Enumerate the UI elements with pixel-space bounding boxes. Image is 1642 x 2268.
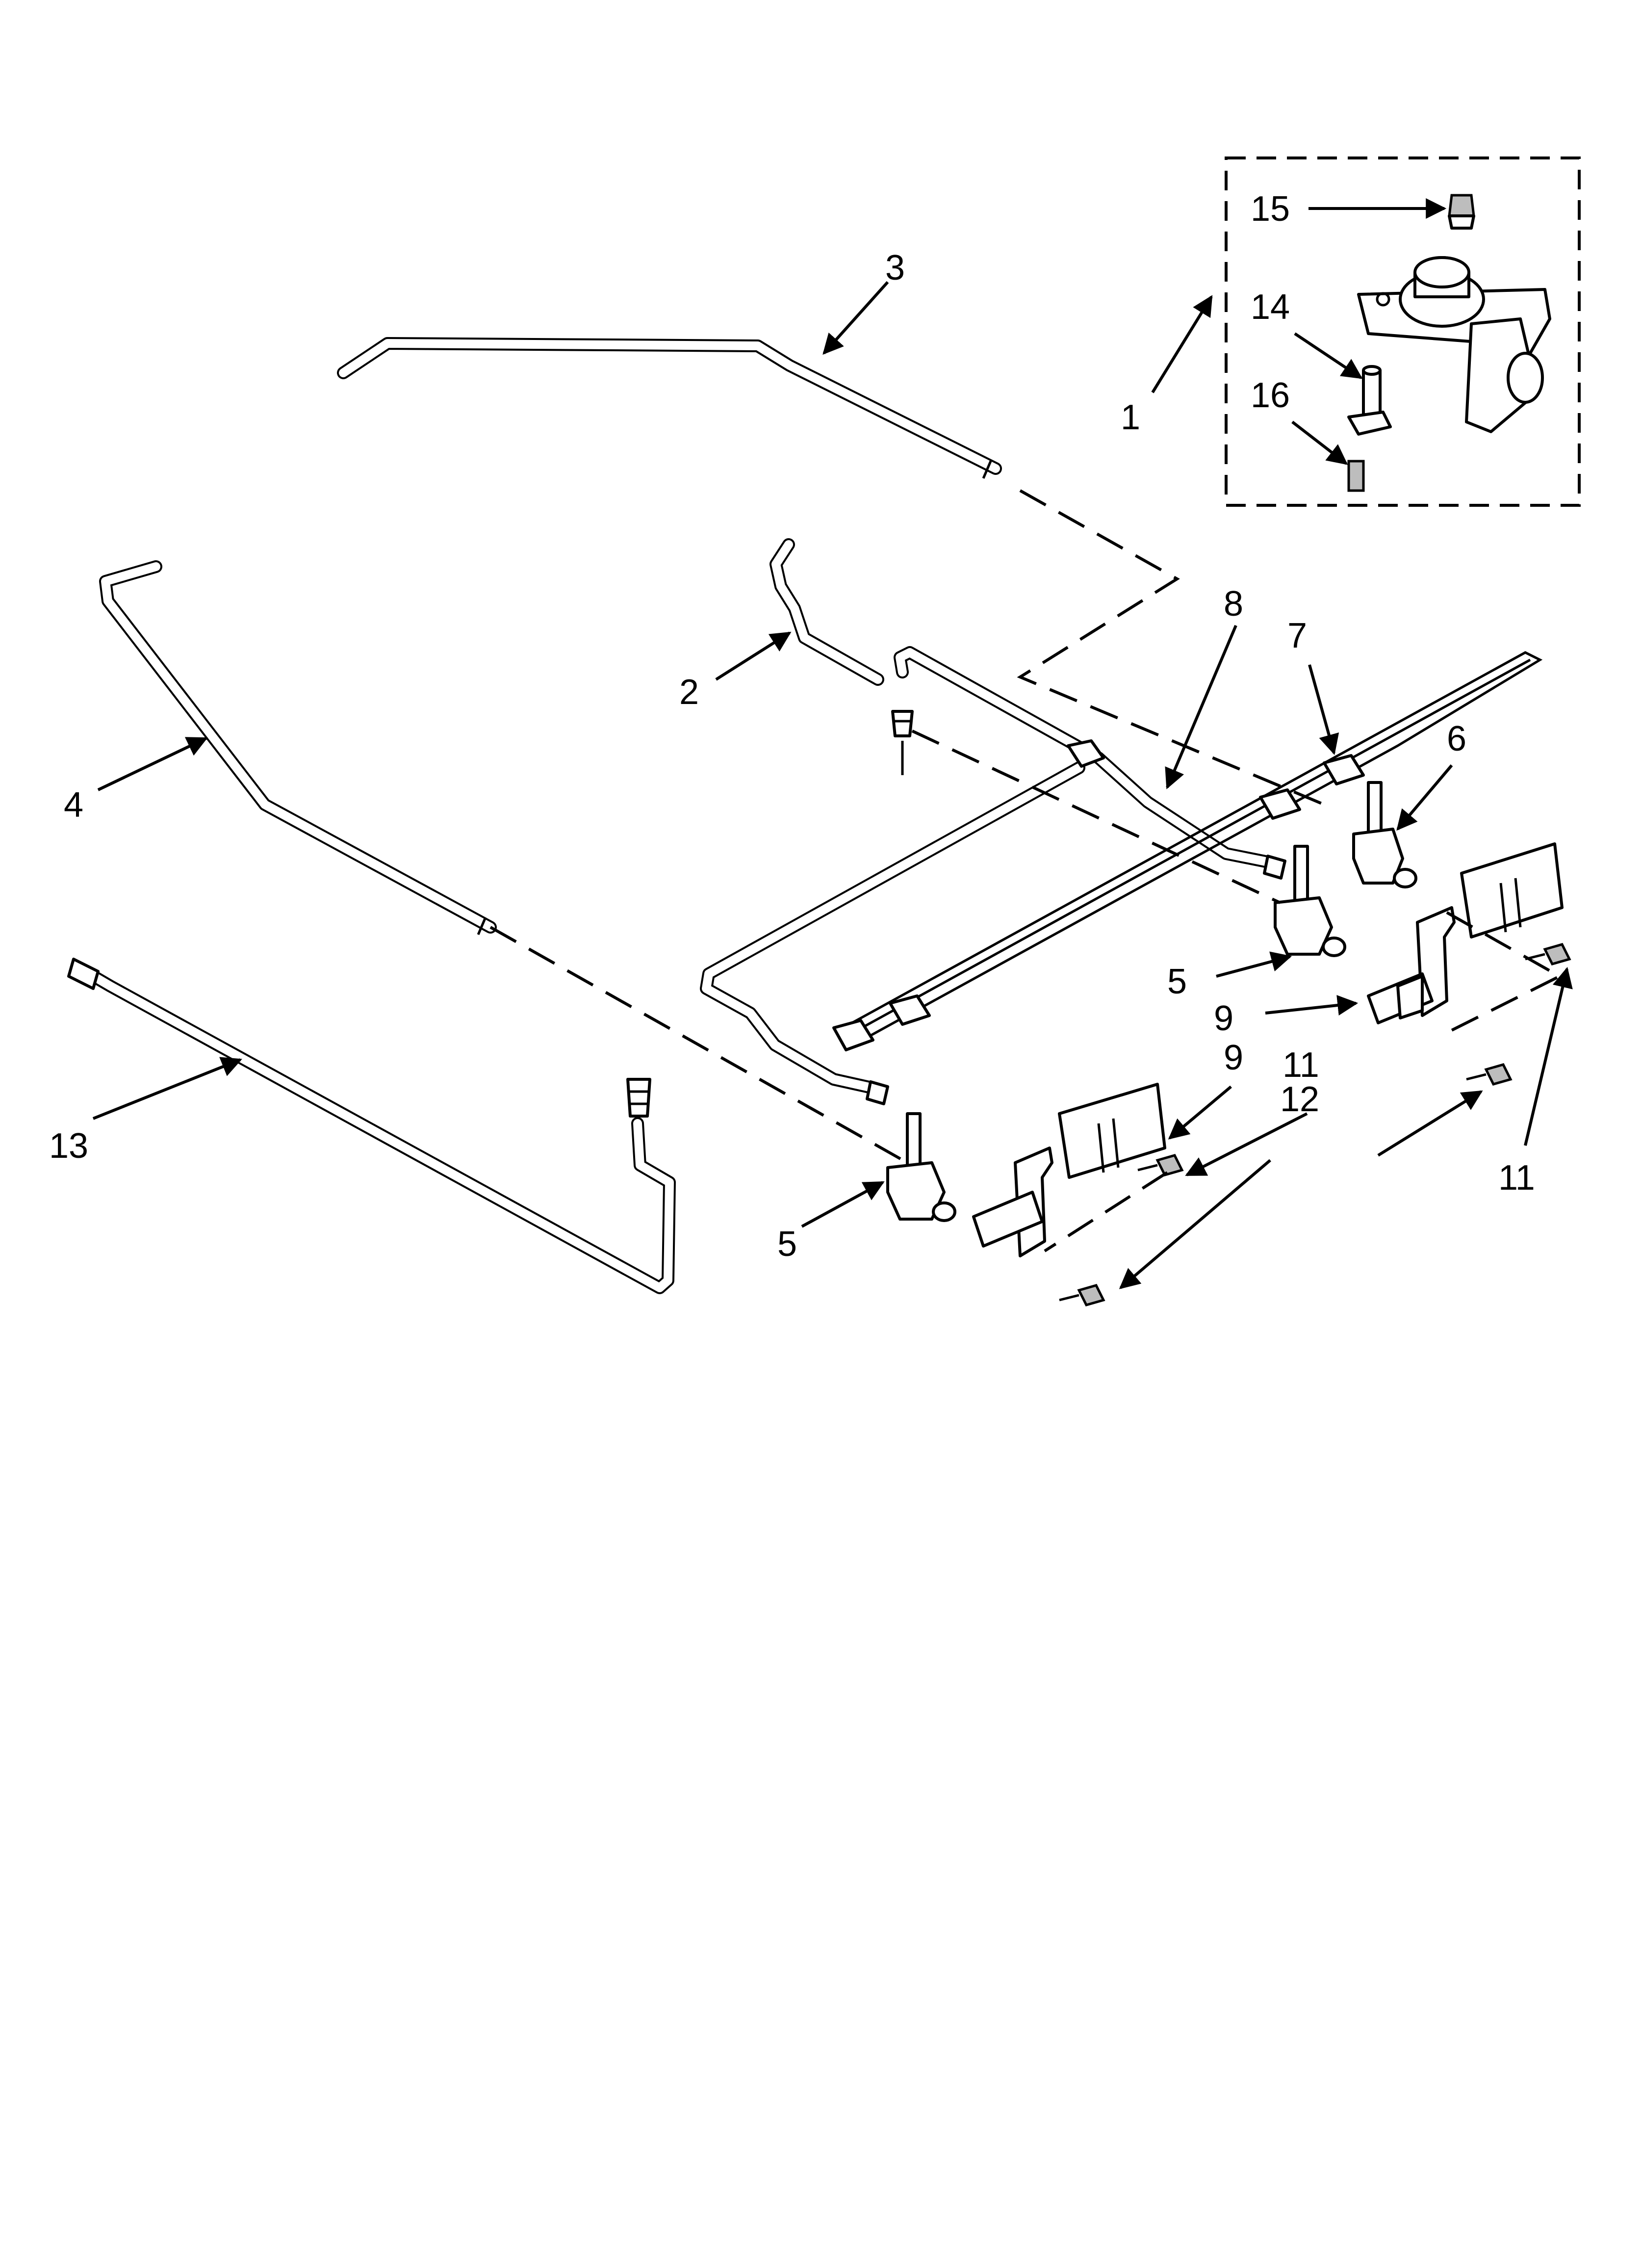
callout-6: 6: [1447, 719, 1466, 758]
callout-15: 15: [1251, 189, 1290, 229]
callout-1: 1: [1121, 398, 1140, 437]
callout-4: 4: [64, 785, 83, 825]
callout-12: 12: [1280, 1080, 1319, 1119]
orifice-part-15: [1448, 194, 1475, 230]
callout-13: 13: [49, 1126, 88, 1166]
regulator-part-1: [1357, 256, 1551, 433]
screw-part-12-left: [1059, 1284, 1105, 1306]
spud-part-14: [1347, 365, 1392, 436]
valve-part-6: [1352, 781, 1417, 888]
callout-16: 16: [1251, 376, 1290, 415]
callout-8: 8: [1224, 584, 1243, 624]
callout-9-lower: 9: [1224, 1038, 1243, 1077]
assembly-lines: [489, 489, 1563, 1252]
rail-part-7: [832, 651, 1543, 1051]
screw-part-12-right: [1466, 1063, 1513, 1086]
callout-11-left: 11: [1283, 1045, 1319, 1085]
manifold-pipe-part-8: [700, 646, 1286, 1105]
callout-5-upper: 5: [1167, 962, 1187, 1001]
valve-part-5-upper: [1274, 845, 1346, 957]
callout-7: 7: [1287, 616, 1307, 655]
pipe-part-2: [770, 538, 884, 686]
detail-box-part-1: [1225, 156, 1581, 507]
valve-part-5-lower: [886, 1112, 956, 1222]
screw-part-16: [1347, 460, 1365, 492]
callout-9-upper: 9: [1214, 999, 1233, 1038]
callout-5-lower: 5: [777, 1225, 797, 1264]
pipe-part-4: [99, 560, 497, 935]
callout-labels: 3 1 15 14 16 8 7 6 2 4 5 9 9 11 12 11 13…: [49, 189, 1535, 1264]
bracket-part-9-lower: [972, 1083, 1166, 1257]
screw-part-11-right: [1525, 943, 1571, 965]
callout-2: 2: [679, 673, 699, 712]
screw-part-11-left: [1137, 1154, 1184, 1176]
pipe-part-3: [337, 337, 1002, 479]
leader-arrows: [92, 198, 1573, 1289]
bracket-part-9-upper: [1367, 842, 1564, 1024]
callout-3: 3: [885, 248, 905, 287]
callout-14: 14: [1251, 287, 1290, 327]
callout-11-right: 11: [1498, 1158, 1535, 1198]
pipe-part-13: [67, 958, 676, 1294]
